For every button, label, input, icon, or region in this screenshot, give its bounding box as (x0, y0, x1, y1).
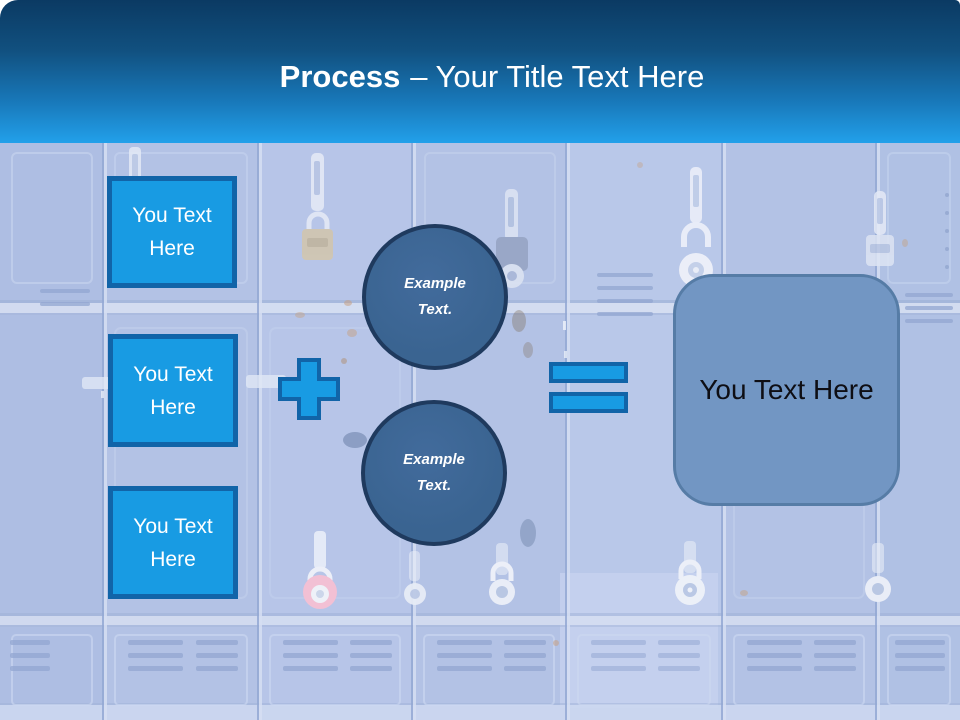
input-box-3: You Text Here (108, 486, 238, 599)
page-title: Process – Your Title Text Here (12, 55, 960, 99)
hinge-dots (945, 193, 949, 269)
result-box-label: You Text Here (699, 374, 874, 405)
combination-dial-icon (404, 551, 426, 605)
slide-header: Process – Your Title Text Here (0, 0, 960, 143)
input-box-2: You Text Here (108, 334, 238, 447)
example-circle-2-label: Example Text. (403, 451, 465, 494)
padlock-icon (866, 191, 894, 266)
vent-slats (10, 273, 953, 671)
input-box-1: You Text Here (107, 176, 237, 288)
pink-padlock-icon (303, 531, 337, 609)
plus-icon (278, 358, 340, 420)
equals-icon (549, 362, 628, 413)
combination-dial-icon (675, 541, 705, 605)
result-box: You Text Here (673, 274, 900, 506)
combination-dial-icon (489, 543, 515, 605)
padlock-icon (302, 153, 333, 260)
page-title-bold: Process (279, 59, 401, 94)
equals-bar-top (549, 362, 628, 383)
input-box-2-label: You Text Here (133, 362, 213, 419)
input-box-1-label: You Text Here (132, 204, 212, 260)
combination-dial-icon (865, 543, 891, 602)
example-circle-1: Example Text. (362, 224, 508, 370)
example-circle-1-label: Example Text. (404, 275, 466, 318)
input-box-3-label: You Text Here (133, 514, 213, 571)
page-title-regular: – Your Title Text Here (410, 59, 705, 94)
equals-bar-bottom (549, 392, 628, 413)
example-circle-2: Example Text. (361, 400, 507, 546)
